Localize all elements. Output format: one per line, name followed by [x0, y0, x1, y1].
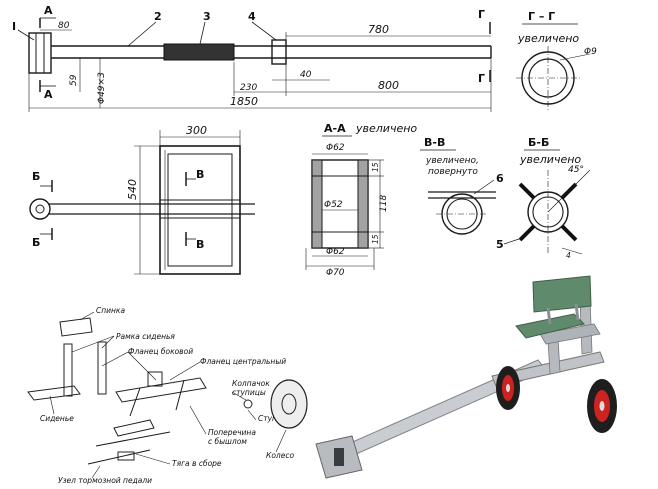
callout-5: 5: [496, 238, 504, 251]
section-vv-note2: повернуто: [428, 167, 478, 177]
label-brake-pedal: Узел тормозной педали: [58, 476, 152, 485]
callout-6: 6: [496, 172, 504, 185]
section-a-bottom: А: [44, 88, 53, 101]
dim-4: 4: [566, 251, 571, 260]
photo-backrest: [532, 275, 592, 313]
dim-d52: Φ52: [324, 200, 343, 210]
callout-4: 4: [248, 10, 256, 23]
dim-15-bottom: 15: [371, 234, 380, 244]
dim-780: 780: [368, 23, 389, 36]
dim-15-top: 15: [371, 162, 380, 172]
dim-diameter-49: Φ49×3: [97, 72, 107, 104]
beam-eye: [29, 198, 51, 220]
section-g-bottom: Г: [478, 72, 485, 85]
exploded-assembly: Спинка Рамка сиденья Сиденье Фланец боко…: [27, 306, 308, 485]
dim-540: 540: [126, 179, 139, 200]
callout-3: 3: [203, 10, 211, 23]
main-beam-drawing: I 2 3 4 А А 80 Г Г 780 59 Φ49×3 40: [12, 4, 492, 112]
label-central-flange: Фланец центральный: [200, 357, 286, 366]
label-b-top: Б: [32, 170, 40, 183]
dim-40: 40: [300, 70, 312, 80]
label-v-top: В: [196, 168, 204, 181]
section-gg-note: увеличено: [517, 32, 579, 45]
frame-drawing: 300 540 Б Б В В: [29, 124, 255, 275]
label-rod: Тяга в сборе: [172, 459, 222, 468]
photo-axle: [491, 351, 605, 387]
label-crossbar-2: с бышлом: [208, 437, 247, 446]
dim-118: 118: [379, 195, 389, 212]
label-seat: Сиденье: [40, 414, 74, 423]
section-bb-title: Б-Б: [528, 136, 549, 149]
dim-800: 800: [378, 79, 399, 92]
label-hub-cap-2: ступицы: [232, 388, 266, 397]
section-gg-title: Г – Г: [528, 10, 555, 23]
dim-300: 300: [186, 124, 207, 137]
section-g-top: Г: [478, 8, 485, 21]
photo-seat: [515, 313, 585, 339]
dim-59: 59: [69, 74, 79, 86]
section-gg-diameter: Φ9: [584, 47, 597, 57]
label-crossbar-1: Поперечина: [208, 428, 256, 437]
section-aa-title: А-А: [324, 122, 346, 135]
label-wheel: Колесо: [266, 451, 294, 460]
seat-frame-outer: [159, 145, 241, 275]
dim-d70: Φ70: [326, 268, 345, 278]
section-bb-angle: 45°: [568, 165, 584, 175]
section-vv-title: В-В: [424, 136, 445, 149]
label-seat-frame: Рамка сиденья: [116, 332, 175, 341]
dim-80: 80: [58, 21, 70, 31]
label-v-bottom: В: [196, 238, 204, 251]
cart-photo: [315, 275, 617, 479]
section-bb: Б-Б увеличено 45° 5 4: [496, 136, 591, 260]
section-aa: А-А увеличено Φ62 Φ52 15 118 15 Φ62 Φ70: [305, 122, 417, 278]
section-vv-note1: увеличено,: [425, 156, 479, 166]
section-aa-note: увеличено: [355, 122, 417, 135]
dim-1850: 1850: [230, 95, 258, 108]
section-a-top: А: [44, 4, 53, 17]
label-b-bottom: Б: [32, 236, 40, 249]
callout-1: I: [12, 20, 16, 33]
end-bracket: [28, 32, 52, 74]
dim-230: 230: [240, 83, 257, 93]
section-gg: Г – Г увеличено Φ9: [516, 10, 597, 110]
label-side-flange: Фланец боковой: [128, 347, 193, 356]
wheel-drawing: [270, 379, 308, 429]
label-seat-back: Спинка: [96, 306, 125, 315]
section-vv: В-В увеличено, повернуто 6: [420, 136, 504, 235]
label-hub-cap-1: Колпачок: [232, 379, 270, 388]
sleeve-part-3: [163, 43, 235, 61]
callout-2: 2: [154, 10, 162, 23]
collar-part-4: [271, 39, 287, 65]
dim-d62-bottom: Φ62: [326, 247, 345, 257]
dim-d62-top: Φ62: [326, 143, 345, 153]
section-bb-note: увеличено: [519, 153, 581, 166]
